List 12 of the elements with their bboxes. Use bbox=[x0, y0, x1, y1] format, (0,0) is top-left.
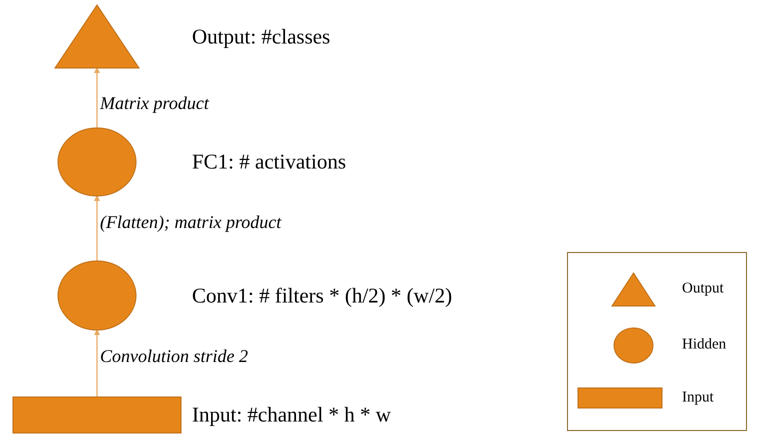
arrow bbox=[94, 67, 100, 128]
arrow bbox=[94, 329, 100, 397]
legend-label: Input bbox=[682, 390, 714, 406]
edge-label: (Flatten); matrix product bbox=[100, 213, 282, 233]
arrow bbox=[94, 195, 100, 261]
layer-size-label: Input: #channel * h * w bbox=[192, 402, 391, 428]
layer-size-label: FC1: # activations bbox=[192, 150, 346, 174]
edge-label: Matrix product bbox=[100, 94, 209, 114]
legend-label: Output bbox=[682, 280, 724, 298]
legend-label: Hidden bbox=[682, 336, 726, 354]
layer-size-label: Output: #classes bbox=[192, 24, 330, 49]
layer-size-label: Conv1: # filters * (h/2) * (w/2) bbox=[192, 283, 452, 308]
